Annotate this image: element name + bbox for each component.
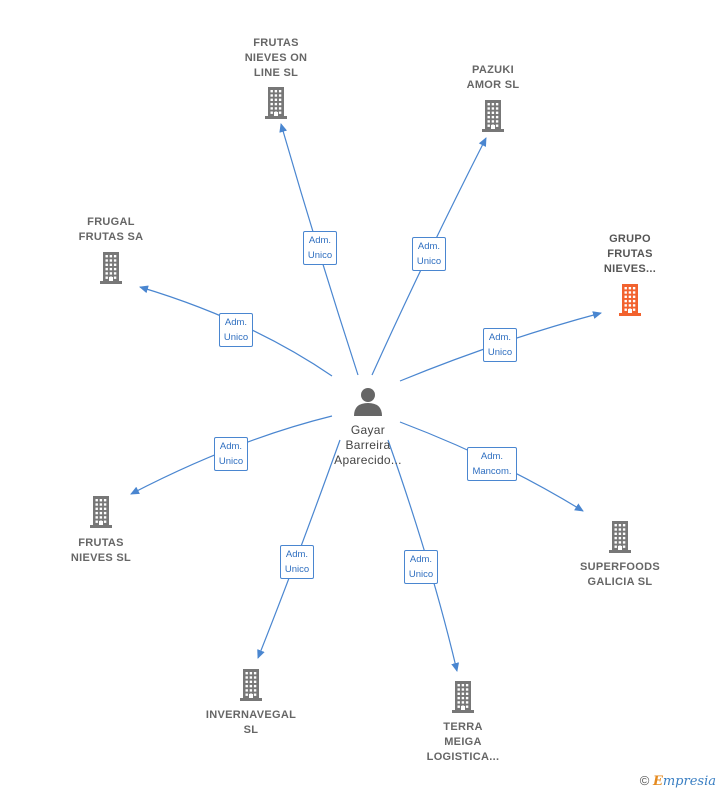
- center-person-label-line: Aparecido...: [334, 453, 402, 467]
- superfoods-galicia-building-icon[interactable]: [609, 521, 631, 553]
- edge-label-line: Adm.: [480, 451, 504, 462]
- edge-label-frutas-nieves-sl[interactable]: Adm. Unico: [213, 437, 249, 471]
- node-label-invernavegal: INVERNAVEGAL SL: [206, 708, 296, 738]
- edge-label-line: Unico: [307, 250, 333, 261]
- node-label-pazuki-amor-line: PAZUKI: [472, 64, 514, 76]
- edge-label-frugal-frutas[interactable]: Adm. Unico: [218, 313, 254, 347]
- node-label-pazuki-amor-line: AMOR SL: [466, 79, 520, 91]
- node-label-terra-meiga-line: TERRA: [443, 721, 483, 733]
- edge-label-line: Mancom.: [472, 466, 512, 477]
- center-person-label-line: Gayar: [350, 423, 386, 437]
- node-label-superfoods-galicia: SUPERFOODS GALICIA SL: [580, 560, 660, 590]
- grupo-frutas-nieves-building-icon[interactable]: [619, 284, 641, 316]
- edge-label-frutas-nieves-online[interactable]: Adm. Unico: [302, 231, 338, 265]
- edge-label-invernavegal[interactable]: Adm. Unico: [279, 545, 315, 579]
- edge-label-line: Adm.: [285, 549, 309, 560]
- empresia-logo[interactable]: Empresia: [652, 774, 716, 789]
- node-label-grupo-frutas-nieves-line: NIEVES...: [603, 263, 657, 275]
- node-label-frutas-nieves-online: FRUTAS NIEVES ON LINE SL: [245, 36, 308, 81]
- edge-label-line: Adm.: [224, 317, 248, 328]
- invernavegal-building-icon[interactable]: [240, 669, 262, 701]
- edge-label-line: Unico: [487, 347, 513, 358]
- frutas-nieves-sl-building-icon[interactable]: [90, 496, 112, 528]
- center-person-label-line: Barreira: [345, 438, 391, 452]
- node-label-frutas-nieves-sl-line: FRUTAS: [78, 537, 124, 549]
- icons-layer: [90, 87, 641, 713]
- node-label-terra-meiga-line: MEIGA: [444, 736, 482, 748]
- edge-label-line: Unico: [218, 456, 244, 467]
- node-label-frugal-frutas-line: FRUTAS SA: [78, 231, 144, 243]
- pazuki-amor-building-icon[interactable]: [482, 100, 504, 132]
- node-label-invernavegal-line: INVERNAVEGAL: [205, 709, 297, 721]
- frutas-nieves-online-building-icon[interactable]: [265, 87, 287, 119]
- edge-label-line: Adm.: [488, 332, 512, 343]
- node-label-frugal-frutas: FRUGAL FRUTAS SA: [79, 215, 144, 245]
- edge-label-line: Unico: [408, 569, 434, 580]
- node-label-superfoods-galicia-line: SUPERFOODS: [579, 561, 660, 573]
- node-label-superfoods-galicia-line: GALICIA SL: [587, 576, 653, 588]
- terra-meiga-building-icon[interactable]: [452, 681, 474, 713]
- edge-label-line: Unico: [416, 256, 442, 267]
- node-label-frugal-frutas-line: FRUGAL: [87, 216, 135, 228]
- edge-label-line: Unico: [284, 564, 310, 575]
- edge-label-line: Unico: [223, 332, 249, 343]
- frugal-frutas-building-icon[interactable]: [100, 252, 122, 284]
- node-label-frutas-nieves-online-line: FRUTAS: [253, 37, 299, 49]
- node-label-invernavegal-line: SL: [243, 724, 259, 736]
- edge-label-line: Adm.: [409, 554, 433, 565]
- edge-label-terra-meiga[interactable]: Adm. Unico: [403, 550, 439, 584]
- node-label-frutas-nieves-sl-line: NIEVES SL: [70, 552, 132, 564]
- node-label-grupo-frutas-nieves-line: GRUPO: [609, 233, 651, 245]
- node-label-frutas-nieves-online-line: NIEVES ON: [244, 52, 308, 64]
- edge-label-line: Adm.: [219, 441, 243, 452]
- node-label-frutas-nieves-sl: FRUTAS NIEVES SL: [71, 536, 131, 566]
- copyright-footer: © Empresia: [640, 773, 716, 789]
- node-label-frutas-nieves-online-line: LINE SL: [253, 67, 299, 79]
- node-label-grupo-frutas-nieves: GRUPO FRUTAS NIEVES...: [604, 232, 656, 277]
- node-label-grupo-frutas-nieves-line: FRUTAS: [607, 248, 653, 260]
- edge-label-grupo-frutas-nieves[interactable]: Adm. Unico: [482, 328, 518, 362]
- copyright-icon: ©: [639, 773, 650, 788]
- node-label-pazuki-amor: PAZUKI AMOR SL: [467, 63, 520, 93]
- edge-label-line: Adm.: [417, 241, 441, 252]
- edge-label-pazuki-amor[interactable]: Adm. Unico: [411, 237, 447, 271]
- edge-label-superfoods-galicia[interactable]: Adm. Mancom.: [467, 447, 517, 481]
- node-label-terra-meiga-line: LOGISTICA...: [426, 751, 500, 763]
- person-icon[interactable]: [354, 388, 382, 416]
- node-label-terra-meiga: TERRA MEIGA LOGISTICA...: [427, 720, 500, 765]
- edge-label-line: Adm.: [308, 235, 332, 246]
